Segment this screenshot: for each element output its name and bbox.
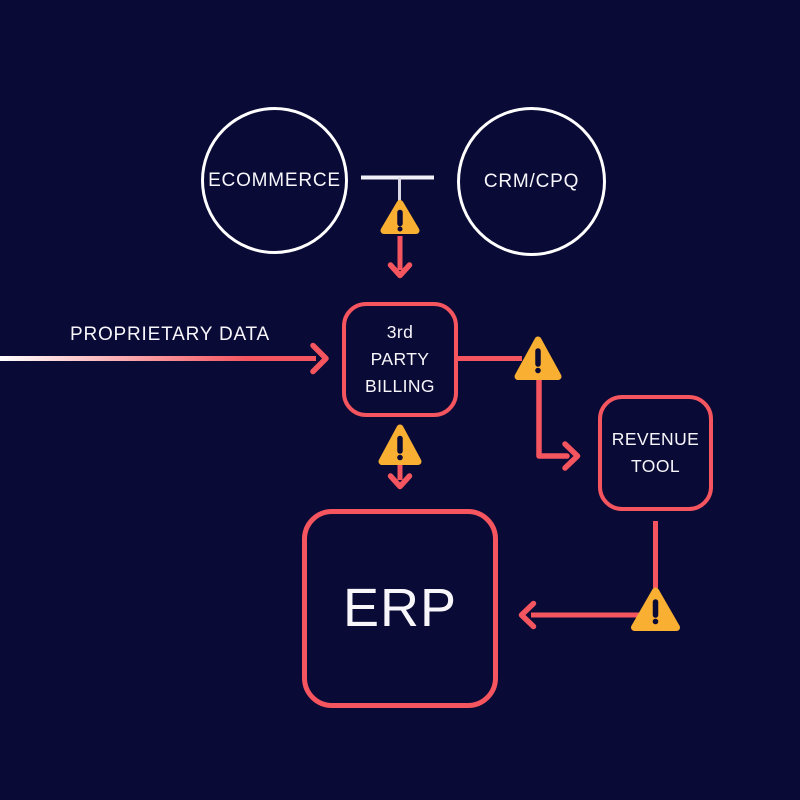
proprietary-data-label: PROPRIETARY DATA <box>69 324 271 345</box>
warning-triangle-icon-billing-erp <box>378 424 422 465</box>
arrowhead-junction-to-billing <box>387 262 413 279</box>
arrowhead-warning-to-erp <box>518 600 537 630</box>
node-erp-label: ERP <box>342 577 458 638</box>
warning-triangle-icon-top <box>380 200 420 234</box>
warning-triangle-icon-revenue-erp <box>631 587 680 631</box>
arrow-warning-to-revenue <box>536 374 570 459</box>
node-3rd-party-billing: 3rd PARTY BILLING <box>342 302 458 417</box>
node-revenue-tool-label: REVENUE TOOL <box>611 428 700 476</box>
node-revenue-tool: REVENUE TOOL <box>598 395 713 511</box>
arrowhead-warning-to-revenue <box>562 441 581 471</box>
node-crm-cpq-label: CRM/CPQ <box>483 170 580 192</box>
node-crm-cpq: CRM/CPQ <box>457 107 606 256</box>
arrowhead-billing-to-erp <box>387 473 413 490</box>
node-3rd-party-billing-label: 3rd PARTY BILLING <box>365 321 435 397</box>
node-ecommerce: ECOMMERCE <box>201 107 348 254</box>
warning-triangle-icon-billing-revenue <box>514 336 562 380</box>
arrowhead-proprietary-data <box>310 342 329 375</box>
node-ecommerce-label: ECOMMERCE <box>208 169 341 191</box>
node-erp: ERP <box>302 509 498 708</box>
